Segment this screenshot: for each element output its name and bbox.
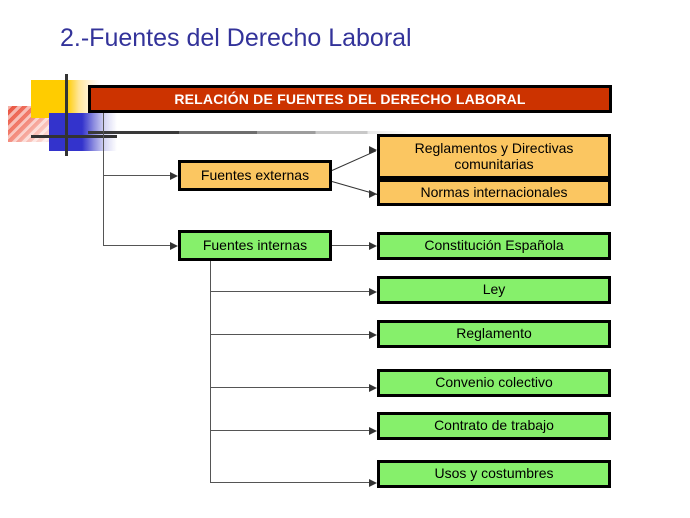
page-title: 2.-Fuentes del Derecho Laboral [60,24,412,52]
arrowhead-normas [369,190,377,198]
connector-internal-to-constitucion [332,245,370,246]
connector-to-reglamento [210,334,370,335]
arrowhead-reglamentos [369,146,377,154]
arrowhead-convenio [369,384,377,392]
decorative-vertical-rule [65,74,68,156]
connector-to-contrato [210,430,370,431]
connector-to-convenio [210,387,370,388]
node-usos-y-costumbres[interactable]: Usos y costumbres [377,460,611,488]
arrowhead-reglamento [369,331,377,339]
arrowhead-usos [369,479,377,487]
connector-to-usos [210,482,370,483]
connector-trunk-vertical [103,113,104,245]
diagram-header-banner: RELACIÓN DE FUENTES DEL DERECHO LABORAL [88,85,612,113]
arrowhead-constitucion [369,242,377,250]
node-fuentes-externas[interactable]: Fuentes externas [178,160,332,191]
decorative-yellow-square [31,80,67,118]
connector-to-internal [103,245,171,246]
node-reglamento[interactable]: Reglamento [377,320,611,348]
arrowhead-contrato [369,427,377,435]
arrowhead-to-external [170,172,178,180]
node-convenio-colectivo[interactable]: Convenio colectivo [377,369,611,397]
gradient-divider [88,131,413,134]
connector-internal-spine [210,261,211,483]
arrowhead-to-internal [170,242,178,250]
connector-to-external [103,175,171,176]
arrowhead-ley [369,288,377,296]
decorative-horizontal-rule [31,135,117,138]
node-reglamentos-directivas[interactable]: Reglamentos y Directivas comunitarias [377,134,611,179]
node-contrato-de-trabajo[interactable]: Contrato de trabajo [377,412,611,440]
node-ley[interactable]: Ley [377,276,611,304]
node-fuentes-internas[interactable]: Fuentes internas [178,230,332,261]
node-normas-internacionales[interactable]: Normas internacionales [377,179,611,206]
node-constitucion-espanola[interactable]: Constitución Española [377,232,611,260]
connector-to-ley [210,291,370,292]
